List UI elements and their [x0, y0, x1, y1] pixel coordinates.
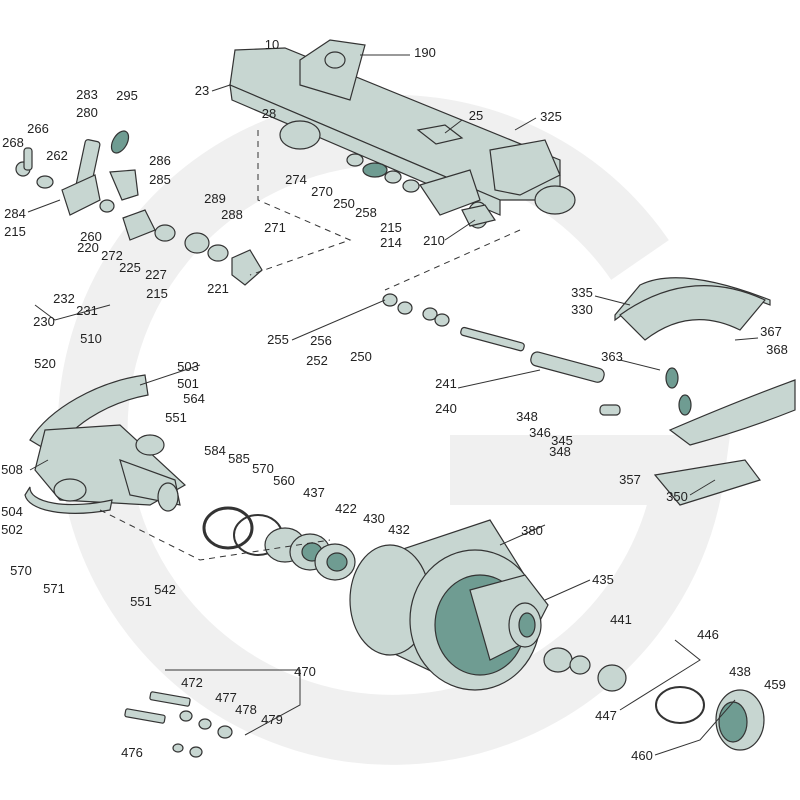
part-number-label: 232 — [53, 291, 75, 306]
part-number-label: 262 — [46, 148, 68, 163]
brake-shoe-parts — [460, 277, 796, 506]
part-number-label: 430 — [363, 511, 385, 526]
part-number-label: 472 — [181, 675, 203, 690]
part-number-label: 288 — [221, 207, 243, 222]
axle-beam — [229, 39, 576, 229]
part-number-label: 459 — [764, 677, 786, 692]
part-number-label: 284 — [4, 206, 26, 221]
part-number-label: 584 — [204, 443, 226, 458]
brake-drum-hub — [349, 519, 549, 691]
part-number-label: 446 — [697, 627, 719, 642]
part-number-label: 478 — [235, 702, 257, 717]
part-number-label: 214 — [380, 235, 402, 250]
part-number-label: 286 — [149, 153, 171, 168]
part-number-label: 272 — [101, 248, 123, 263]
part-number-label: 570 — [10, 563, 32, 578]
part-number-label: 23 — [194, 83, 210, 98]
part-number-label: 501 — [177, 376, 199, 391]
bearing-seal-stack — [202, 506, 356, 581]
part-number-label: 435 — [592, 572, 614, 587]
part-number-label: 348 — [516, 409, 538, 424]
part-number-label: 460 — [631, 748, 653, 763]
part-number-label: 325 — [540, 109, 562, 124]
part-number-label: 380 — [521, 523, 543, 538]
part-number-label: 28 — [261, 106, 277, 121]
part-number-label: 470 — [294, 664, 316, 679]
part-number-label: 241 — [435, 376, 457, 391]
part-number-label: 585 — [228, 451, 250, 466]
part-number-label: 274 — [285, 172, 307, 187]
part-number-label: 438 — [729, 664, 751, 679]
part-number-label: 255 — [267, 332, 289, 347]
part-number-label: 258 — [355, 205, 377, 220]
part-number-label: 289 — [204, 191, 226, 206]
part-number-label: 479 — [261, 712, 283, 727]
part-number-label: 260 — [80, 229, 102, 244]
part-number-label: 345 — [551, 433, 573, 448]
part-number-label: 227 — [145, 267, 167, 282]
part-number-label: 231 — [76, 303, 98, 318]
part-number-label: 268 — [2, 135, 24, 150]
part-number-label: 270 — [311, 184, 333, 199]
part-number-label: 432 — [388, 522, 410, 537]
part-number-label: 564 — [183, 391, 205, 406]
part-number-label: 250 — [333, 196, 355, 211]
part-number-label: 252 — [306, 353, 328, 368]
part-number-label: 330 — [571, 302, 593, 317]
part-number-label: 283 — [76, 87, 98, 102]
part-number-label: 570 — [252, 461, 274, 476]
part-number-label: 256 — [310, 333, 332, 348]
part-number-label: 225 — [119, 260, 141, 275]
part-number-label: 510 — [80, 331, 102, 346]
part-number-label: 363 — [601, 349, 623, 364]
part-number-label: 285 — [149, 172, 171, 187]
leader-lines — [27, 54, 759, 756]
part-number-label: 215 — [146, 286, 168, 301]
part-number-label: 368 — [766, 342, 788, 357]
part-number-label: 295 — [116, 88, 138, 103]
part-number-label: 357 — [619, 472, 641, 487]
part-number-label: 240 — [435, 401, 457, 416]
part-number-label: 350 — [666, 489, 688, 504]
part-number-label: 220 — [77, 240, 99, 255]
part-number-label: 503 — [177, 359, 199, 374]
part-number-label: 215 — [380, 220, 402, 235]
part-number-label: 571 — [43, 581, 65, 596]
part-number-label: 346 — [529, 425, 551, 440]
part-number-label: 447 — [595, 708, 617, 723]
part-number-label: 542 — [154, 582, 176, 597]
part-number-label: 215 — [4, 224, 26, 239]
part-number-label: 504 — [1, 504, 23, 519]
part-number-label: 230 — [33, 314, 55, 329]
part-number-label: 508 — [1, 462, 23, 477]
part-number-label: 210 — [423, 233, 445, 248]
part-number-label: 266 — [27, 121, 49, 136]
slack-adjuster-parts — [15, 130, 263, 286]
hub-nut-cap-parts — [543, 647, 765, 751]
part-number-label: 221 — [207, 281, 229, 296]
part-number-label: 280 — [76, 105, 98, 120]
part-number-label: 551 — [130, 594, 152, 609]
brake-spider-assembly — [24, 374, 187, 514]
part-number-label: 441 — [610, 612, 632, 627]
part-number-label: 250 — [350, 349, 372, 364]
part-number-label: 367 — [760, 324, 782, 339]
part-number-label: 560 — [273, 473, 295, 488]
part-number-label: 437 — [303, 485, 325, 500]
part-number-label: 551 — [165, 410, 187, 425]
part-number-label: 25 — [468, 108, 484, 123]
small-hardware — [124, 153, 496, 758]
part-number-label: 520 — [34, 356, 56, 371]
part-number-label: 10 — [264, 37, 280, 52]
dashed-guides — [99, 130, 521, 561]
part-number-label: 502 — [1, 522, 23, 537]
part-number-label: 476 — [121, 745, 143, 760]
part-number-label: 422 — [335, 501, 357, 516]
part-number-label: 348 — [549, 444, 571, 459]
part-number-label: 190 — [414, 45, 436, 60]
part-number-label: 335 — [571, 285, 593, 300]
part-number-label: 477 — [215, 690, 237, 705]
part-number-label: 271 — [264, 220, 286, 235]
